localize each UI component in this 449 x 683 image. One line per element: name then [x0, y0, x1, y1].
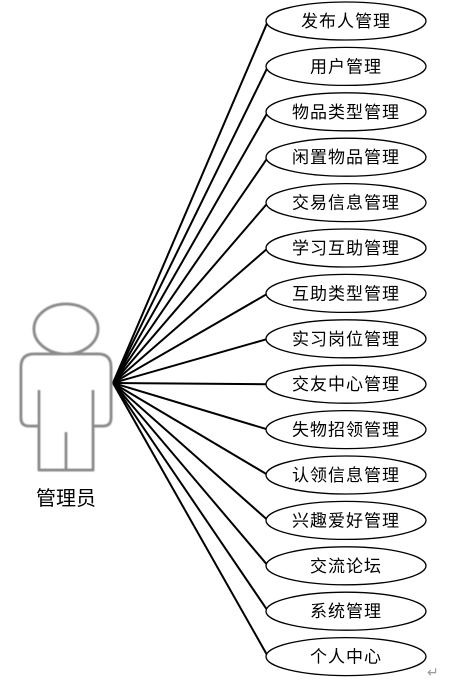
association-line	[112, 382, 269, 567]
association-lines	[112, 20, 269, 658]
association-line	[112, 382, 269, 476]
use-case-ellipse	[265, 182, 427, 223]
association-line	[112, 156, 269, 384]
association-line	[112, 382, 269, 522]
use-case-ellipse	[265, 636, 427, 677]
use-case-label: 实习岗位管理	[292, 330, 400, 350]
actor-admin: 管理员	[19, 302, 113, 510]
use-case-ellipse	[265, 137, 427, 177]
use-case-label: 认领信息管理	[292, 466, 400, 486]
use-case-ellipse	[265, 409, 427, 450]
use-case: 闲置物品管理	[265, 137, 427, 177]
use-case-label: 交易信息管理	[292, 194, 400, 214]
use-case: 兴趣爱好管理	[265, 500, 427, 541]
use-case: 系统管理	[265, 591, 427, 631]
use-case-label: 失物招领管理	[292, 421, 400, 441]
use-case-ellipse	[265, 92, 427, 132]
actor-label: 管理员	[36, 486, 96, 510]
association-line	[112, 382, 269, 612]
use-case-label: 兴趣爱好管理	[292, 511, 400, 531]
use-case-label: 用户管理	[310, 57, 382, 77]
association-line	[112, 382, 269, 431]
association-line	[112, 201, 269, 384]
association-line	[112, 111, 269, 384]
use-case-label: 闲置物品管理	[292, 148, 400, 168]
use-case-list: 发布人管理用户管理物品类型管理闲置物品管理交易信息管理学习互助管理互助类型管理实…	[265, 1, 427, 677]
use-case: 用户管理	[265, 46, 427, 87]
use-case-label: 系统管理	[310, 602, 382, 622]
use-case: 个人中心	[265, 636, 427, 677]
use-case-ellipse	[265, 319, 427, 359]
use-case: 交友中心管理	[265, 364, 427, 404]
use-case-label: 交流论坛	[310, 557, 382, 577]
use-case-ellipse	[265, 591, 427, 631]
association-line	[112, 247, 269, 384]
paragraph-mark: ↵	[427, 665, 439, 681]
person-outline-icon	[19, 302, 113, 472]
use-case: 物品类型管理	[265, 92, 427, 132]
use-case: 交流论坛	[265, 546, 427, 586]
use-case-label: 互助类型管理	[292, 284, 400, 304]
association-line	[112, 382, 269, 658]
use-case-label: 发布人管理	[301, 12, 391, 32]
association-line	[112, 292, 269, 384]
use-case-ellipse	[265, 455, 427, 495]
use-case: 交易信息管理	[265, 182, 427, 223]
use-case: 学习互助管理	[265, 228, 427, 268]
association-line	[112, 382, 269, 386]
use-case: 实习岗位管理	[265, 319, 427, 359]
use-case-ellipse	[265, 500, 427, 541]
association-line	[112, 337, 269, 384]
use-case-label: 交友中心管理	[292, 375, 400, 395]
use-case: 失物招领管理	[265, 409, 427, 450]
use-case: 认领信息管理	[265, 455, 427, 495]
use-case-ellipse	[265, 228, 427, 268]
use-case: 发布人管理	[265, 1, 427, 41]
association-line	[112, 20, 269, 384]
use-case-label: 个人中心	[310, 648, 382, 668]
use-case-ellipse	[265, 46, 427, 87]
use-case-ellipse	[265, 1, 427, 41]
use-case-ellipse	[265, 546, 427, 586]
use-case: 互助类型管理	[265, 273, 427, 314]
use-case-label: 学习互助管理	[292, 239, 400, 259]
use-case-ellipse	[265, 364, 427, 404]
association-line	[112, 65, 269, 384]
use-case-label: 物品类型管理	[292, 103, 400, 123]
use-case-ellipse	[265, 273, 427, 314]
